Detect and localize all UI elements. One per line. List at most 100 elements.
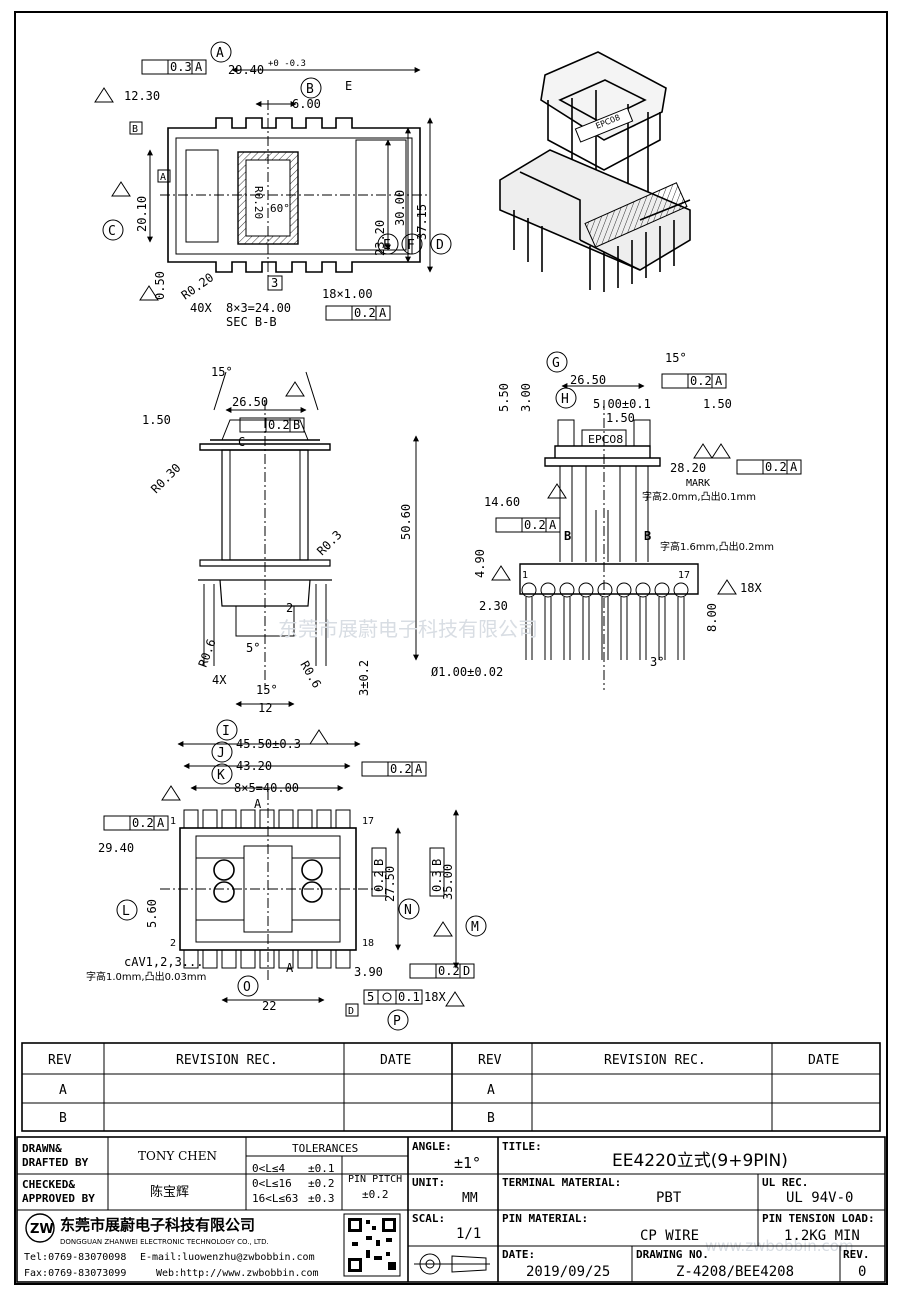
front-pin-17: 17 (678, 570, 690, 581)
dim-6-00: 6.00 (292, 97, 321, 111)
checked-label-1: CHECKED& (22, 1178, 75, 1191)
front-angle-3: 3° (650, 655, 664, 669)
fcf-0-3: 0.3 (170, 60, 192, 74)
bottom-fcf1-ref: A (415, 762, 423, 776)
bottom-dim-5-60: 5.60 (145, 899, 159, 928)
front-dim-5-50: 5.50 (497, 383, 511, 412)
side-label-c: C (238, 435, 245, 449)
company-name-cn: 东莞市展蔚电子科技有限公司 (60, 1216, 255, 1234)
side-r0-6a: R0.6 (196, 637, 219, 669)
bottom-pin-2: 2 (170, 938, 176, 949)
front-pin-1: 1 (522, 570, 528, 581)
front-fcf3-ref: A (549, 518, 557, 532)
front-dim-8-00: 8.00 (705, 603, 719, 632)
terminal-value: PBT (656, 1190, 682, 1206)
section-label: SEC B-B (226, 315, 277, 329)
front-fcf1-ref: A (715, 374, 723, 388)
bottom-pins-top (183, 809, 351, 829)
side-r0-3: R0.3 (314, 528, 344, 558)
dim-18x1: 18×1.00 (322, 287, 373, 301)
angle-value: ±1° (454, 1154, 481, 1172)
bottom-datum-a-top: A (254, 797, 262, 811)
bottom-fcf3: 0.2 (372, 870, 386, 892)
dim-12-30: 12.30 (124, 89, 160, 103)
front-sect-b1: B (564, 529, 571, 543)
bottom-text: 字高1.0mm,凸出0.03mm (86, 970, 206, 983)
balloon-f: F (407, 238, 415, 253)
tol-value-3: ±0.3 (308, 1192, 335, 1205)
dim-r0-20-inner: R0.20 (252, 186, 265, 219)
pin-label: PIN MATERIAL: (502, 1212, 588, 1225)
terminal-label: TERMINAL MATERIAL: (502, 1176, 621, 1189)
dim-20-10: 20.10 (135, 196, 149, 232)
title-block: DRAWN& DRAFTED BY TONY CHEN CHECKED& APP… (16, 1136, 886, 1283)
bottom-fcf3-ref: B (372, 859, 386, 866)
rev-header-rec: REVISION REC. (176, 1053, 278, 1068)
rev-value: 0 (858, 1264, 866, 1280)
bottom-datum-d: D (348, 1006, 354, 1017)
bottom-fcf5-ref: D (463, 964, 470, 978)
rev-header-rev2: REV (478, 1053, 502, 1068)
angle-label: ANGLE: (412, 1140, 452, 1153)
angle-60: 60° (270, 202, 290, 215)
bottom-pin-1: 1 (170, 816, 176, 827)
box-3: 3 (271, 276, 278, 290)
bottom-dim-43-20: 43.20 (236, 759, 272, 773)
rev-row-a: A (59, 1083, 67, 1098)
side-fcf: 0.2 (268, 418, 290, 432)
side-angle-15b: 15° (256, 683, 278, 697)
front-dim-2-30: 2.30 (479, 599, 508, 613)
svg-text:ZW: ZW (30, 1222, 54, 1237)
front-view: EPC08 50.60 5.50 3.00 15° 26.50 5.00±0.1… (399, 351, 802, 690)
balloon-p: P (393, 1014, 401, 1029)
front-brand: EPC08 (588, 433, 623, 446)
front-fcf1: 0.2 (690, 374, 712, 388)
side-dim-2: 2 (286, 601, 293, 615)
bottom-fcf1: 0.2 (390, 762, 412, 776)
isometric-view: EPC08 (499, 51, 691, 292)
bottom-fcf6-n: 5 (367, 990, 374, 1004)
qr-code-icon (343, 1213, 401, 1277)
side-dim-26-50: 26.50 (232, 395, 268, 409)
drawing-no-label: DRAWING NO. (636, 1248, 709, 1261)
date-value: 2019/09/25 (526, 1264, 610, 1280)
company-web: Web:http://www.zwbobbin.com (156, 1268, 319, 1279)
scale-label: SCAL: (412, 1212, 445, 1225)
dim-37-15: 37.15 (415, 204, 429, 240)
balloon-b: B (306, 82, 314, 97)
dim-0-50: 0.50 (153, 271, 167, 300)
unit-label: UNIT: (412, 1176, 445, 1189)
front-fcf2: 0.2 (765, 460, 787, 474)
drawn-label-2: DRAFTED BY (22, 1156, 89, 1169)
tol-range-1: 0<L≤4 (252, 1162, 285, 1175)
datum-a: A (160, 172, 166, 183)
company-email: E-mail:luowenzhu@zwbobbin.com (140, 1252, 315, 1263)
side-angle-5: 5° (246, 641, 260, 655)
sheet-border (14, 11, 888, 1285)
side-dim-3: 3±0.2 (357, 660, 371, 696)
ul-label: UL REC. (762, 1176, 808, 1189)
date-label: DATE: (502, 1248, 535, 1261)
balloon-m: M (471, 920, 479, 935)
company-tel: Tel:0769-83070098 (24, 1252, 126, 1263)
dim-r0-20: R0.20 (179, 270, 217, 302)
side-r0-6b: R0.6 (297, 659, 324, 691)
bottom-fcf5: 0.2 (438, 964, 460, 978)
checked-label-2: APPROVED BY (22, 1192, 95, 1205)
side-dim-1-50: 1.50 (142, 413, 171, 427)
rev-header-rec2: REVISION REC. (604, 1053, 706, 1068)
company-logo-icon (25, 1213, 55, 1243)
bottom-18x: 18X (424, 990, 446, 1004)
front-dim-26-50: 26.50 (570, 373, 606, 387)
title-label: TITLE: (502, 1140, 542, 1153)
fcf-ref-a: A (195, 60, 203, 74)
bottom-datum-a: A (286, 961, 294, 975)
bottom-pin-18: 18 (362, 938, 374, 949)
front-pins (521, 582, 689, 660)
drawing-title: EE4220立式(9+9PIN) (612, 1151, 788, 1171)
front-dim-1-50a: 1.50 (606, 411, 635, 425)
front-fcf2-ref: A (790, 460, 798, 474)
side-angle-15: 15° (211, 365, 233, 379)
bottom-dim-22: 22 (262, 999, 276, 1013)
rev-header-rev: REV (48, 1053, 72, 1068)
